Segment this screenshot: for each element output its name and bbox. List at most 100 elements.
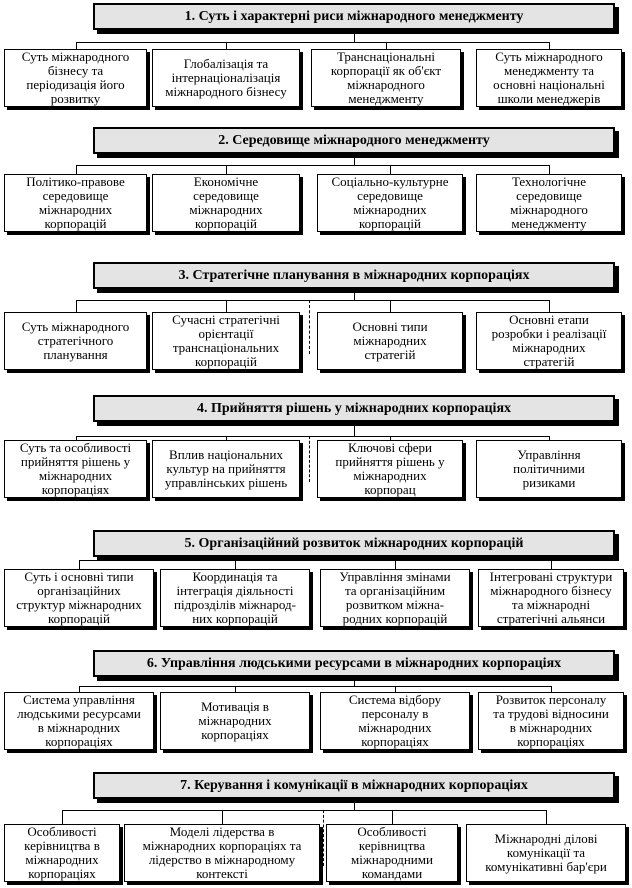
topic-box: Основні типи міжнародних стратегій	[317, 312, 463, 370]
topic-box: Особливості керівництва в міжнародних ко…	[4, 824, 120, 882]
connector-line	[235, 560, 236, 569]
topic-box: Мотивація в міжнародних корпораціях	[160, 692, 310, 750]
connector-line	[354, 799, 355, 811]
topic-label: Управління політичними ризиками	[513, 447, 585, 490]
topic-label: Система управління людськими ресурсами в…	[17, 692, 141, 749]
topic-box: Ключові сфери прийняття рішень у міжнаро…	[317, 440, 463, 498]
connector-line	[395, 686, 396, 692]
topic-label: Транснаціональні корпорації як об'єкт мі…	[330, 49, 442, 106]
connector-line	[226, 300, 227, 312]
topic-label: Управління змінами та організаційним роз…	[339, 569, 451, 626]
connector-line	[76, 42, 77, 49]
section-header: 3. Стратегічне планування в міжнародних …	[93, 262, 615, 289]
topic-box: Сучасні стратегічні орієнтації транснаці…	[152, 312, 300, 370]
connector-line	[386, 42, 387, 49]
topic-box: Суть та особливості прийняття рішень у м…	[4, 440, 147, 498]
topic-box: Економічне середовище міжнародних корпор…	[152, 174, 300, 232]
topic-label: Розвиток персоналу та трудові відносини …	[493, 692, 609, 749]
topic-box: Розвиток персоналу та трудові відносини …	[478, 692, 624, 750]
section-title: 3. Стратегічне планування в міжнародних …	[178, 267, 530, 283]
topic-label: Політико-правове середовище міжнародних …	[26, 174, 125, 231]
connector-line	[79, 686, 80, 692]
topic-box: Система відбору персоналу в міжнародних …	[320, 692, 470, 750]
connector-line	[222, 810, 223, 824]
topic-label: Технологічне середовище міжнародного мен…	[510, 174, 588, 231]
connector-line	[549, 42, 550, 49]
topic-label: Суть та особливості прийняття рішень у м…	[19, 440, 132, 497]
connector-line	[79, 560, 80, 569]
topic-box: Політико-правове середовище міжнародних …	[4, 174, 147, 232]
topic-label: Суть і основні типи організаційних струк…	[16, 569, 142, 626]
section-header: 2. Середовище міжнародного менеджменту	[93, 127, 615, 154]
connector-line	[354, 422, 355, 437]
topic-label: Координація та інтеграція діяльності під…	[174, 569, 296, 626]
topic-label: Глобалізація та інтернаціоналізація міжн…	[165, 56, 287, 99]
connector-line	[390, 165, 391, 174]
section-header: 6. Управління людськими ресурсами в міжн…	[93, 650, 615, 677]
connector-line	[354, 154, 355, 166]
connector-line	[354, 30, 355, 43]
section-title: 5. Організаційний розвиток міжнародних к…	[184, 535, 524, 551]
dashed-connector	[323, 810, 324, 866]
topic-label: Міжнародні ділові комунікації та комунік…	[485, 831, 607, 874]
topic-box: Глобалізація та інтернаціоналізація міжн…	[152, 49, 300, 107]
topic-box: Система управління людськими ресурсами в…	[4, 692, 154, 750]
dashed-connector	[309, 300, 310, 354]
topic-box: Соціально-культурне середовище міжнародн…	[317, 174, 463, 232]
connector-line	[549, 300, 550, 312]
connector-line	[390, 436, 391, 440]
connector-line	[549, 436, 550, 440]
topic-label: Мотивація в міжнародних корпораціях	[198, 699, 272, 742]
connector-line	[546, 810, 547, 824]
topic-box: Суть і основні типи організаційних струк…	[4, 569, 154, 627]
dashed-connector	[309, 436, 310, 482]
connector-line	[549, 165, 550, 174]
topic-box: Міжнародні ділові комунікації та комунік…	[466, 824, 626, 882]
section-header: 5. Організаційний розвиток міжнародних к…	[93, 530, 615, 557]
connector-line	[76, 42, 550, 43]
topic-label: Соціально-культурне середовище міжнародн…	[331, 174, 449, 231]
connector-line	[76, 165, 77, 174]
topic-box: Координація та інтеграція діяльності під…	[160, 569, 310, 627]
topic-label: Особливості керівництва в міжнародних ко…	[24, 824, 100, 881]
topic-box: Управління політичними ризиками	[476, 440, 622, 498]
topic-box: Управління змінами та організаційним роз…	[320, 569, 470, 627]
topic-label: Економічне середовище міжнародних корпор…	[189, 174, 263, 231]
section-title: 2. Середовище міжнародного менеджменту	[218, 132, 490, 148]
topic-label: Особливості керівництва міжнародними ком…	[351, 824, 433, 881]
topic-box: Транснаціональні корпорації як об'єкт мі…	[311, 49, 461, 107]
connector-line	[62, 810, 546, 811]
topic-box: Вплив національних культур на прийняття …	[152, 440, 300, 498]
topic-box: Основні етапи розробки і реалізації міжн…	[476, 312, 622, 370]
topic-label: Суть міжнародного менеджменту та основні…	[493, 49, 605, 106]
topic-box: Суть міжнародного менеджменту та основні…	[476, 49, 622, 107]
topic-label: Вплив національних культур на прийняття …	[164, 447, 288, 490]
connector-line	[76, 436, 77, 440]
topic-label: Інтегровані структури міжнародного бізне…	[489, 569, 613, 626]
connector-line	[76, 300, 550, 301]
topic-box: Технологічне середовище міжнародного мен…	[476, 174, 622, 232]
connector-line	[79, 560, 551, 561]
topic-label: Ключові сфери прийняття рішень у міжнаро…	[335, 440, 445, 497]
connector-line	[390, 300, 391, 312]
connector-line	[354, 289, 355, 301]
topic-box: Суть міжнародного стратегічного плануван…	[4, 312, 147, 370]
section-header: 4. Прийняття рішень у міжнародних корпор…	[93, 395, 615, 422]
topic-label: Сучасні стратегічні орієнтації транснаці…	[172, 312, 280, 369]
section-title: 6. Управління людськими ресурсами в міжн…	[146, 655, 562, 671]
connector-line	[62, 810, 63, 824]
topic-box: Моделі лідерства в міжнародних корпораці…	[124, 824, 320, 882]
section-title: 7. Керування і комунікації в міжнародних…	[180, 777, 528, 793]
section-title: 1. Суть і характерні риси міжнародного м…	[184, 8, 524, 24]
section-title: 4. Прийняття рішень у міжнародних корпор…	[196, 400, 512, 416]
section-header: 7. Керування і комунікації в міжнародних…	[93, 772, 615, 799]
topic-label: Основні типи міжнародних стратегій	[352, 319, 428, 362]
connector-line	[76, 436, 550, 437]
topic-box: Особливості керівництва міжнародними ком…	[326, 824, 458, 882]
topic-label: Моделі лідерства в міжнародних корпораці…	[142, 824, 302, 881]
connector-line	[76, 165, 550, 166]
connector-line	[551, 686, 552, 692]
topic-label: Суть міжнародного бізнесу та періодизаці…	[21, 49, 130, 106]
topic-box: Суть міжнародного бізнесу та періодизаці…	[4, 49, 147, 107]
